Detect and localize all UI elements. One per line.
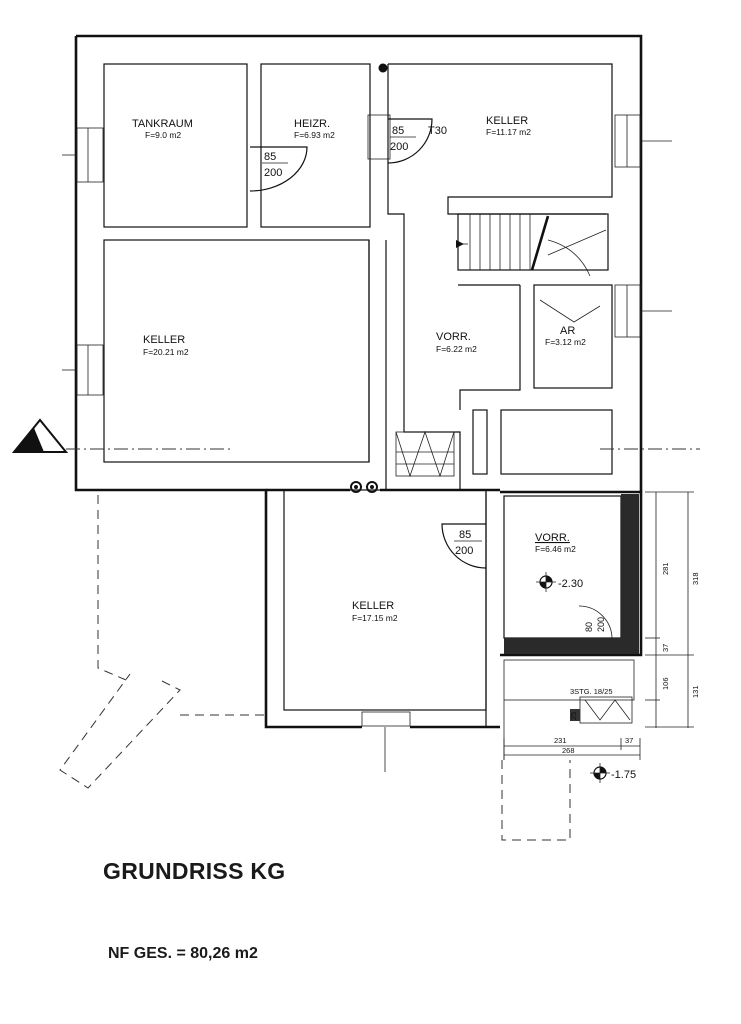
level-vorraum: -2.30 [558, 578, 583, 590]
exterior-stairs [503, 659, 635, 760]
stairs-lower [395, 430, 455, 478]
room-area-heizraum: F=6.93 m2 [294, 130, 335, 140]
door-fire-rating: T30 [428, 125, 447, 137]
terrain-outlines [59, 495, 571, 841]
room-area-vorraum-se: F=6.46 m2 [535, 544, 576, 554]
door-height-heizraum: 200 [390, 141, 408, 153]
dim-right-c: 37 [661, 644, 670, 652]
room-area-keller-ne: F=11.17 m2 [486, 127, 531, 137]
dim-bottom-b: 37 [625, 736, 633, 745]
stairs-note: 3STG. 18/25 [570, 687, 613, 696]
dimension-lines [503, 491, 694, 760]
room-area-vorraum-mid: F=6.22 m2 [436, 344, 477, 354]
dim-right-a: 281 [661, 562, 670, 575]
stairs-upper [456, 213, 609, 323]
room-label-keller-ne: KELLER [486, 115, 528, 127]
door-width-heizraum: 85 [392, 125, 404, 137]
dim-bottom-a: 231 [554, 736, 567, 745]
room-label-keller-s: KELLER [352, 600, 394, 612]
pipe-marks [350, 63, 388, 493]
room-area-ar: F=3.12 m2 [545, 337, 586, 347]
room-area-keller-s: F=17.15 m2 [352, 613, 398, 623]
door-height-keller-s: 200 [455, 545, 473, 557]
room-area-tankraum: F=9.0 m2 [145, 130, 181, 140]
dim-right-e: 131 [691, 685, 700, 698]
section-line [11, 418, 700, 453]
windows [62, 114, 672, 772]
dim-right-b: 318 [691, 572, 700, 585]
total-net-area: NF GES. = 80,26 m2 [108, 945, 258, 962]
dim-right-f: 25 [569, 712, 578, 720]
room-label-vorraum-se: VORR. [535, 532, 570, 544]
dim-bottom-total: 268 [562, 746, 575, 755]
drawing-title: GRUNDRISS KG [103, 858, 286, 884]
room-label-tankraum: TANKRAUM [132, 118, 193, 130]
room-label-vorraum-mid: VORR. [436, 331, 471, 343]
door-height-tankraum: 200 [264, 167, 282, 179]
inner-walls [103, 63, 639, 727]
room-label-ar: AR [560, 325, 575, 337]
door-swings [249, 118, 613, 640]
door-width-keller-s: 85 [459, 529, 471, 541]
floor-plan: TANKRAUM F=9.0 m2 HEIZR. F=6.93 m2 KELLE… [11, 34, 700, 841]
dim-right-d: 106 [661, 677, 670, 690]
room-label-heizraum: HEIZR. [294, 118, 330, 130]
door-height-stair: 200 [596, 617, 606, 632]
room-label-keller-w: KELLER [143, 334, 185, 346]
door-width-stair: 80 [584, 622, 594, 632]
level-markers [536, 572, 610, 783]
level-outside: -1.75 [611, 769, 636, 781]
door-width-tankraum: 85 [264, 151, 276, 163]
room-area-keller-w: F=20.21 m2 [143, 347, 189, 357]
